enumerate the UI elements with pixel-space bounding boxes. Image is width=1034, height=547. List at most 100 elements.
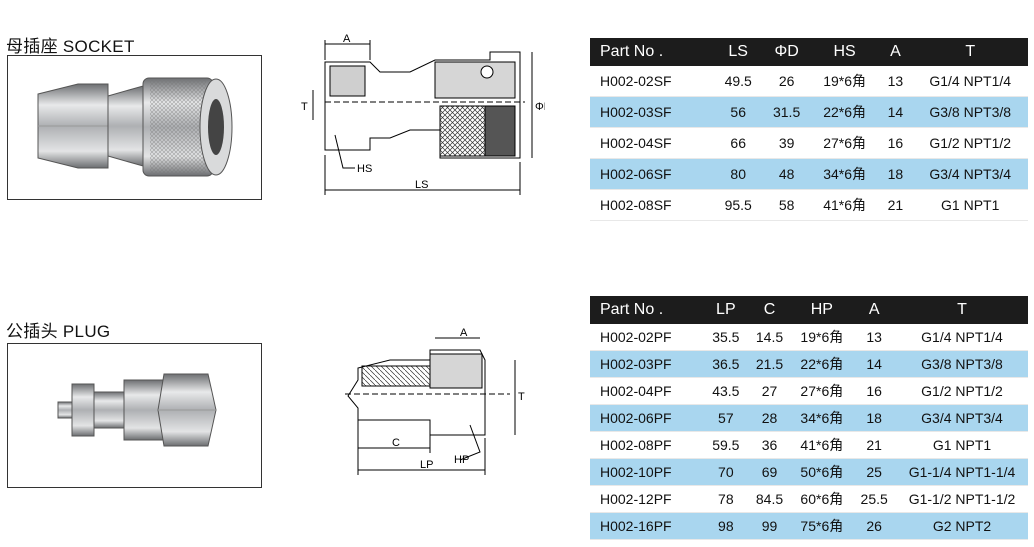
table-row: H002-03SF 56 31.5 22*6角 14 G3/8 NPT3/8	[590, 96, 1028, 128]
socket-col-a: A	[878, 38, 913, 66]
cell: G3/4 NPT3/4	[912, 158, 1028, 190]
cell: 27*6角	[810, 127, 879, 159]
cell: H002-08PF	[590, 431, 704, 459]
cell: 14	[852, 350, 896, 378]
cell: 50*6角	[791, 458, 853, 486]
cell: H002-16PF	[590, 512, 704, 540]
cell: 14	[878, 96, 913, 128]
cell: 70	[704, 458, 748, 486]
socket-dim-a: A	[343, 33, 351, 45]
cell: G1-1/4 NPT1-1/4	[896, 458, 1028, 486]
cell: G3/8 NPT3/8	[912, 96, 1028, 128]
plug-dim-lp: LP	[420, 459, 433, 471]
table-row: H002-04SF 66 39 27*6角 16 G1/2 NPT1/2	[590, 127, 1028, 159]
cell: 31.5	[762, 96, 811, 128]
cell: G3/4 NPT3/4	[896, 404, 1028, 432]
cell: 49.5	[714, 66, 763, 97]
cell: G1 NPT1	[912, 189, 1028, 221]
socket-title: 母插座 SOCKET	[6, 37, 135, 56]
cell: H002-03SF	[590, 96, 714, 128]
cell: 14.5	[747, 324, 792, 351]
plug-dim-hp: HP	[454, 454, 469, 466]
socket-col-d: ΦD	[762, 38, 811, 66]
plug-dim-a: A	[460, 327, 468, 339]
cell: 28	[747, 404, 792, 432]
socket-photo	[7, 55, 262, 200]
cell: G1/2 NPT1/2	[912, 127, 1028, 159]
plug-title: 公插头 PLUG	[6, 322, 111, 341]
cell: H002-12PF	[590, 485, 704, 513]
cell: 13	[852, 324, 896, 351]
cell: 22*6角	[810, 96, 879, 128]
cell: 21	[852, 431, 896, 459]
cell: G1/4 NPT1/4	[896, 324, 1028, 351]
socket-dim-d: ΦD	[535, 101, 545, 113]
plug-col-part: Part No .	[590, 296, 704, 324]
cell: 58	[762, 189, 811, 221]
cell: 21	[878, 189, 913, 221]
cell: 19*6角	[791, 324, 853, 351]
socket-col-ls: LS	[714, 38, 763, 66]
cell: 66	[714, 127, 763, 159]
cell: 39	[762, 127, 811, 159]
cell: 21.5	[747, 350, 792, 378]
plug-col-lp: LP	[704, 296, 748, 324]
cell: 41*6角	[810, 189, 879, 221]
cell: 36.5	[704, 350, 748, 378]
cell: 18	[878, 158, 913, 190]
plug-col-hp: HP	[791, 296, 853, 324]
plug-col-a: A	[852, 296, 896, 324]
cell: 69	[747, 458, 792, 486]
cell: G1 NPT1	[896, 431, 1028, 459]
cell: 48	[762, 158, 811, 190]
plug-dim-c: C	[392, 437, 400, 449]
cell: 34*6角	[791, 404, 853, 432]
table-row: H002-06SF 80 48 34*6角 18 G3/4 NPT3/4	[590, 158, 1028, 190]
cell: 84.5	[747, 485, 792, 513]
cell: 22*6角	[791, 350, 853, 378]
cell: 19*6角	[810, 66, 879, 97]
cell: G2 NPT2	[896, 512, 1028, 540]
cell: 80	[714, 158, 763, 190]
cell: G1-1/2 NPT1-1/2	[896, 485, 1028, 513]
cell: 99	[747, 512, 792, 540]
cell: G3/8 NPT3/8	[896, 350, 1028, 378]
plug-drawing: A C LP HP T	[345, 327, 525, 475]
cell: 26	[762, 66, 811, 97]
cell: 57	[704, 404, 748, 432]
cell: 56	[714, 96, 763, 128]
table-row: H002-08SF 95.5 58 41*6角 21 G1 NPT1	[590, 189, 1028, 221]
cell: 78	[704, 485, 748, 513]
cell: H002-08SF	[590, 189, 714, 221]
socket-dim-hs: HS	[357, 163, 372, 175]
cell: H002-03PF	[590, 350, 704, 378]
cell: H002-04SF	[590, 127, 714, 159]
socket-col-hs: HS	[810, 38, 879, 66]
table-row: H002-02SF 49.5 26 19*6角 13 G1/4 NPT1/4	[590, 66, 1028, 97]
cell: 75*6角	[791, 512, 853, 540]
cell: 16	[852, 377, 896, 405]
cell: 98	[704, 512, 748, 540]
socket-col-part: Part No .	[590, 38, 714, 66]
cell: 36	[747, 431, 792, 459]
plug-col-c: C	[747, 296, 792, 324]
cell: 34*6角	[810, 158, 879, 190]
plug-dim-t: T	[518, 391, 525, 403]
socket-dim-ls: LS	[415, 179, 428, 191]
cell: 41*6角	[791, 431, 853, 459]
cell: 43.5	[704, 377, 748, 405]
plug-photo	[7, 343, 262, 488]
cell: 16	[878, 127, 913, 159]
cell: G1/4 NPT1/4	[912, 66, 1028, 97]
cell: 27*6角	[791, 377, 853, 405]
plug-col-t: T	[896, 296, 1028, 324]
